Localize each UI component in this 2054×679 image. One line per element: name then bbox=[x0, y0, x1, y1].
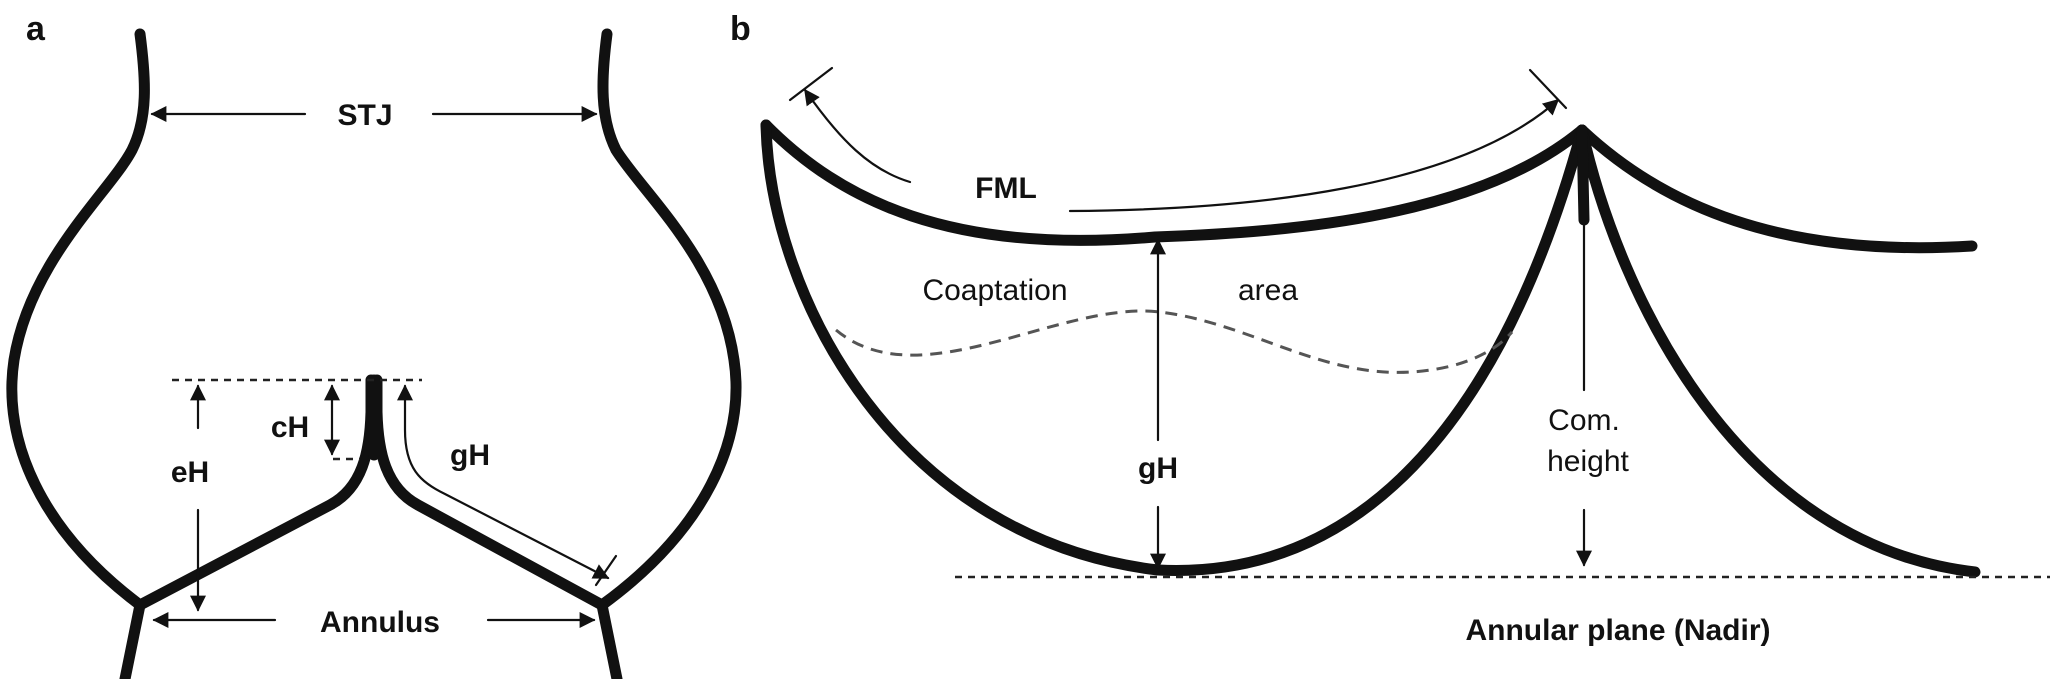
adjacent-sinus-curve bbox=[1576, 124, 1981, 578]
area-label: area bbox=[1238, 274, 1298, 307]
eh-label: eH bbox=[171, 456, 209, 489]
left-root-wall bbox=[6, 28, 150, 679]
panel-b-label: b bbox=[730, 10, 751, 48]
fml-right-tick bbox=[1528, 68, 1568, 110]
fml-left-tick bbox=[788, 66, 834, 102]
left-leaflet bbox=[134, 374, 377, 611]
fml-right-arrow bbox=[1068, 98, 1560, 213]
adjacent-leaflet-margin bbox=[1576, 124, 1978, 254]
gh-arrow-panel-a bbox=[397, 384, 610, 580]
gh-label-panel-a: gH bbox=[450, 439, 490, 472]
panel-b: b FML Coaptation area gH Com. height Ann… bbox=[730, 10, 2050, 647]
gh-end-tick bbox=[594, 554, 618, 587]
fml-left-arrow bbox=[803, 88, 912, 184]
com-height-label-line2: height bbox=[1547, 445, 1629, 478]
stj-label: STJ bbox=[337, 99, 392, 132]
panel-a: a STJ cH eH gH Annulus bbox=[6, 10, 742, 679]
annulus-label: Annulus bbox=[320, 606, 440, 639]
annular-plane-label: Annular plane (Nadir) bbox=[1465, 614, 1770, 647]
fml-label: FML bbox=[975, 172, 1037, 205]
leaflet-free-margin bbox=[760, 119, 1588, 246]
panel-a-label: a bbox=[26, 10, 46, 48]
com-height-label-line1: Com. bbox=[1548, 404, 1620, 437]
coaptation-label: Coaptation bbox=[922, 274, 1067, 307]
ch-label: cH bbox=[271, 411, 309, 444]
right-leaflet bbox=[371, 374, 608, 611]
commissure-tip bbox=[1576, 124, 1590, 226]
leaflet-belly bbox=[760, 119, 1588, 576]
gh-label-panel-b: gH bbox=[1138, 452, 1178, 485]
right-root-wall bbox=[596, 28, 742, 679]
coaptation-area-dashed-curve bbox=[835, 309, 1514, 374]
